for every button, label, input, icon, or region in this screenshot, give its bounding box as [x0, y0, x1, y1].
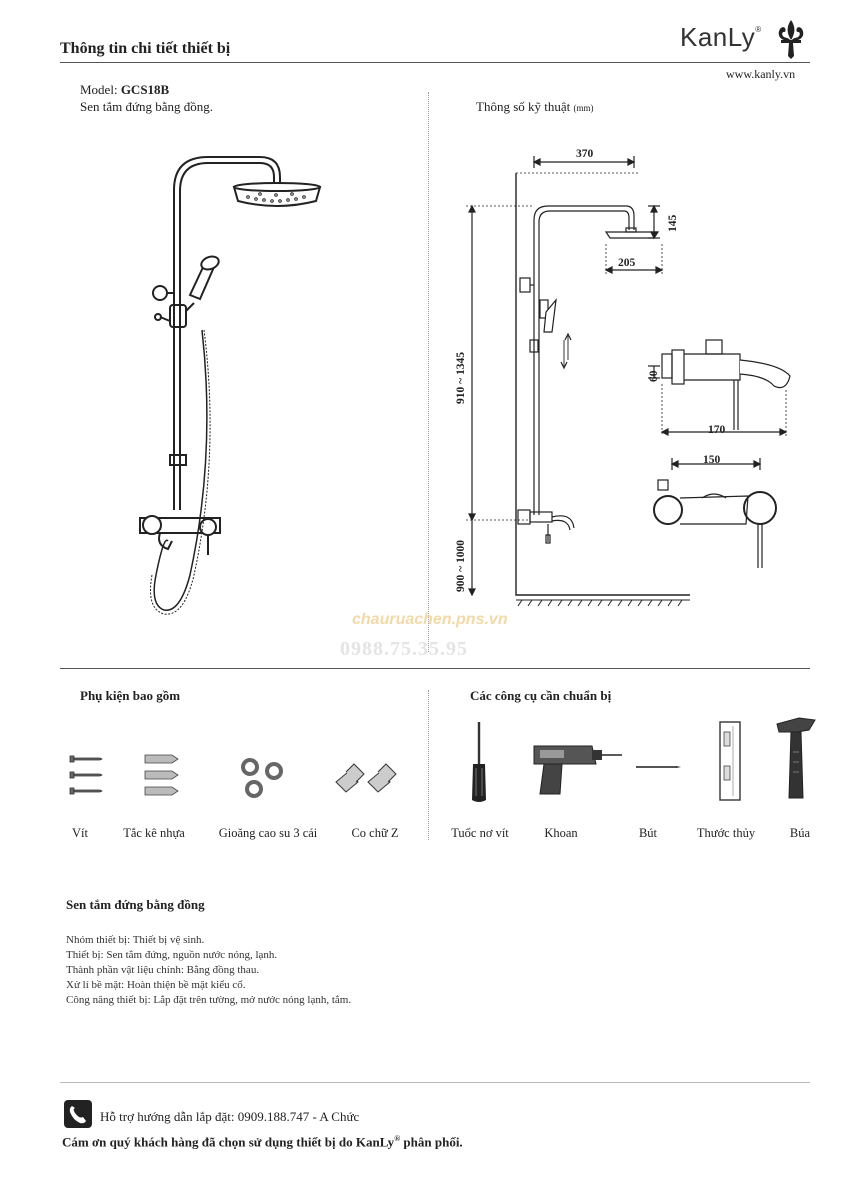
accessories-title: Phụ kiện bao gồm — [80, 688, 181, 703]
detail-line: Xử lí bề mặt: Hoàn thiện bề mặt kiểu cổ. — [66, 979, 246, 991]
tool-label-drill: Khoan — [544, 826, 578, 840]
accessory-label-washer: Gioăng cao su 3 cái — [218, 826, 318, 840]
technical-drawing — [466, 156, 791, 607]
pencil-icon — [636, 766, 681, 768]
thanks-suffix: phân phối. — [403, 1134, 463, 1150]
brand-name: KanLy — [680, 22, 756, 52]
accessory-label-plug: Tắc kê nhựa — [123, 826, 185, 840]
spec-title: Thông số kỹ thuật (mm) — [476, 99, 594, 115]
section-divider — [60, 668, 810, 669]
model-code: GCS18B — [120, 82, 170, 97]
dim-mixer-height: 60 — [648, 370, 660, 383]
column-divider — [428, 92, 429, 652]
dim-arm-width: 370 — [576, 148, 594, 160]
detail-line: Nhóm thiết bị: Thiết bị vệ sinh. — [66, 934, 205, 946]
spirit-level-icon — [719, 721, 741, 801]
fleur-de-lis-icon — [778, 20, 804, 59]
detail-line: Thành phần vật liệu chính: Bằng đồng tha… — [66, 964, 260, 976]
screw-icon — [69, 755, 103, 795]
tool-label-pencil: Bút — [638, 826, 658, 840]
dim-mount-height: 900 ~ 1000 — [455, 540, 467, 592]
dim-mixer-length: 170 — [708, 424, 726, 436]
detail-line: Thiết bị: Sen tắm đứng, nguồn nước nóng,… — [66, 949, 278, 961]
hammer-icon — [776, 717, 816, 799]
shower-product-illustration — [139, 156, 322, 615]
website-url[interactable]: www.kanly.vn — [726, 67, 796, 81]
drill-icon — [533, 745, 622, 795]
phone-icon — [64, 1100, 92, 1128]
product-description: Sen tắm đứng bằng đồng. — [80, 99, 214, 114]
model-label: Model: — [80, 82, 118, 97]
footer-divider — [60, 1082, 810, 1083]
tool-label-hammer: Búa — [789, 826, 811, 840]
tool-label-level: Thước thủy — [696, 826, 756, 840]
support-hotline[interactable]: Hỗ trợ hướng dẫn lắp đặt: 0909.188.747 -… — [100, 1109, 360, 1124]
z-connector-icon — [335, 763, 397, 793]
detail-line: Công năng thiết bị: Lắp đặt trên tường, … — [66, 994, 352, 1006]
thank-you-note: Cám ơn quý khách hàng đã chọn sử dụng th… — [62, 1134, 463, 1150]
accessory-label-connector: Co chữ Z — [351, 826, 399, 840]
watermark-site: chauruachen.pns.vn — [352, 611, 508, 628]
dim-bar-height: 910 ~ 1345 — [455, 352, 467, 404]
accessory-label-screw: Vít — [72, 826, 88, 840]
thanks-text: Cám ơn quý khách hàng đã chọn sử dụng th… — [62, 1134, 395, 1150]
brand-logo: KanLy® — [680, 22, 762, 52]
header-divider — [60, 62, 810, 63]
dim-mixer-width: 150 — [703, 454, 721, 466]
tool-label-screwdriver: Tuốc nơ vít — [451, 826, 509, 840]
screwdriver-icon — [472, 722, 486, 802]
dim-head-diameter: 205 — [618, 257, 636, 269]
column-divider-lower — [428, 690, 429, 840]
details-title: Sen tắm đứng bằng đồng — [66, 897, 205, 912]
washer-icon — [241, 758, 283, 798]
spec-unit: (mm) — [573, 103, 594, 113]
wall-plug-icon — [144, 754, 179, 796]
tools-title: Các công cụ cần chuẩn bị — [470, 688, 612, 703]
spec-title-text: Thông số kỹ thuật — [476, 99, 571, 114]
model-line: Model: GCS18B — [80, 82, 169, 98]
dim-head-height: 145 — [667, 214, 679, 232]
watermark-phone: 0988.75.35.95 — [340, 638, 468, 660]
page-title: Thông tin chi tiết thiết bị — [60, 40, 231, 57]
